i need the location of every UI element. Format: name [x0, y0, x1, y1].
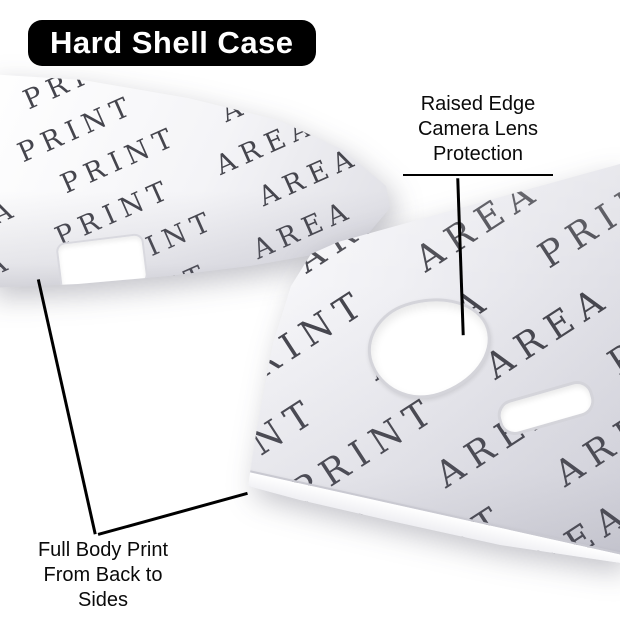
- camera-protection-annotation: Raised Edge Camera Lens Protection: [392, 92, 564, 167]
- camera-annotation-underline: [403, 174, 553, 176]
- title-badge: Hard Shell Case: [28, 20, 316, 66]
- case-back-view: PRINT AREA PRINT AREA PRINT AREA PRINT A…: [0, 58, 420, 300]
- case-edge-surface: AREA PRINT AREA PRINT AREA PRINT AREA PR…: [248, 164, 620, 563]
- camera-cutout-notch: [55, 232, 149, 288]
- full-body-print-line: Full Body Print: [37, 539, 169, 561]
- full-body-print-line: From Back to: [43, 564, 163, 586]
- full-body-print-annotation: Full Body Print From Back to Sides: [15, 538, 191, 613]
- full-body-leader-line-left: [36, 279, 97, 535]
- camera-protection-line: Raised Edge: [420, 93, 536, 115]
- case-edge-view: AREA PRINT AREA PRINT AREA PRINT AREA PR…: [233, 158, 620, 578]
- full-body-print-line: Sides: [77, 589, 129, 611]
- camera-protection-line: Camera Lens: [417, 118, 539, 140]
- camera-protection-line: Protection: [432, 143, 524, 165]
- full-body-leader-line-right: [97, 491, 248, 536]
